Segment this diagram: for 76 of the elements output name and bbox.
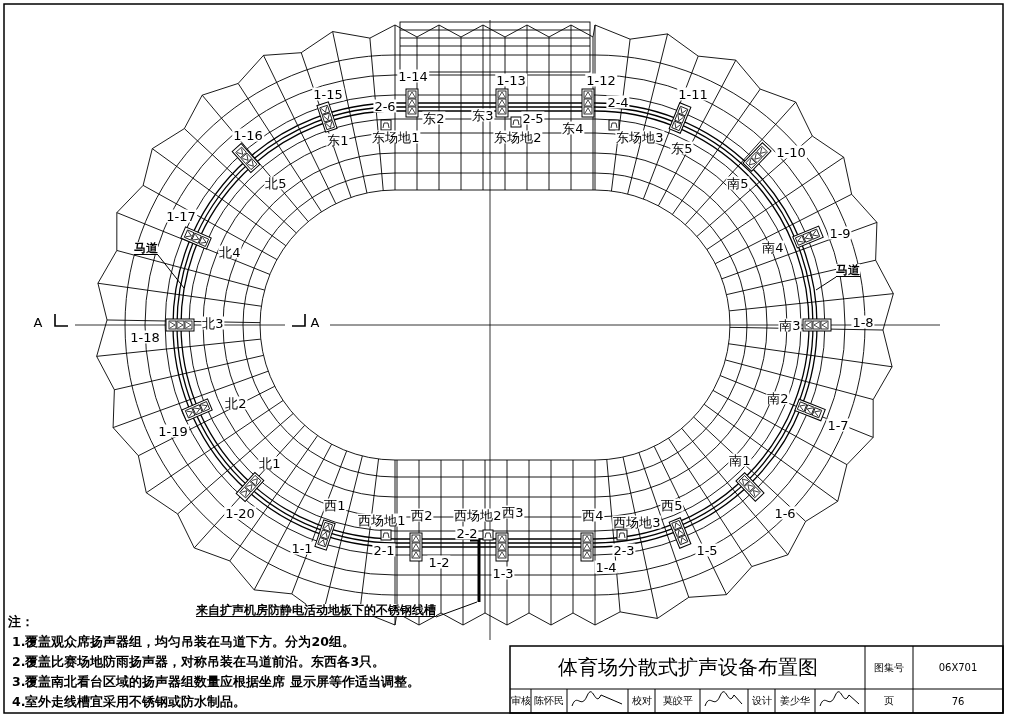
- part-label: 东5: [670, 141, 694, 155]
- drawing-title: 体育场分散式扩声设备布置图: [556, 654, 819, 681]
- part-label: 东2: [422, 111, 446, 125]
- note-text: 2.覆盖比赛场地防雨扬声器，对称吊装在马道前沿。东西各3只。: [12, 656, 386, 669]
- part-label: 2-3: [612, 543, 636, 557]
- table-cell-text: 莫皎平: [661, 694, 694, 708]
- part-label: 东1: [326, 133, 350, 147]
- part-label: 1-15: [312, 87, 344, 101]
- note-text: 4.室外走线槽宜采用不锈钢或防水制品。: [12, 696, 247, 709]
- part-label: 西场地2: [453, 508, 503, 522]
- part-label: 1-3: [491, 566, 515, 580]
- part-label: 南2: [766, 391, 790, 405]
- leader-line: [435, 601, 478, 618]
- part-label: A: [32, 315, 44, 329]
- part-label: 2-5: [521, 111, 545, 125]
- part-label: 南4: [761, 240, 785, 254]
- table-cell-text: 页: [883, 694, 895, 708]
- annotation-label: 来自扩声机房防静电活动地板下的不锈钢线槽: [196, 604, 436, 617]
- note-text: 1.覆盖观众席扬声器组，均匀吊装在马道下方。分为20组。: [12, 636, 355, 649]
- table-cell-text: 审核: [510, 694, 531, 708]
- part-label: 北3: [201, 316, 225, 330]
- part-label: 北5: [264, 176, 288, 190]
- part-label: 西5: [660, 498, 684, 512]
- part-label: 西4: [581, 508, 605, 522]
- part-label: 1-2: [427, 555, 451, 569]
- part-label: 1-6: [773, 506, 797, 520]
- part-label: 南1: [728, 453, 752, 467]
- part-label: 1-1: [290, 541, 314, 555]
- part-label: 南3: [778, 318, 802, 332]
- part-label: 南5: [726, 176, 750, 190]
- part-label: 1-13: [495, 73, 527, 87]
- part-label: 东场地2: [493, 130, 543, 144]
- note-text: 3.覆盖南北看台区域的扬声器组数量应根据坐席 显示屏等作适当调整。: [12, 676, 420, 689]
- table-cell-text: 陈怀民: [533, 694, 565, 708]
- part-label: 西2: [410, 508, 434, 522]
- part-label: 西3: [501, 505, 525, 519]
- part-label: 1-11: [677, 87, 709, 101]
- part-label: 1-12: [585, 73, 617, 87]
- part-label: 2-6: [373, 99, 397, 113]
- part-label: 2-2: [455, 526, 479, 540]
- part-label: 西场地1: [357, 513, 407, 527]
- table-cell-text: 校对: [630, 694, 653, 708]
- part-label: 2-1: [372, 543, 396, 557]
- part-label: 东3: [471, 108, 495, 122]
- part-label: 北2: [224, 396, 248, 410]
- part-label: 1-5: [695, 543, 719, 557]
- annotation-label: 马道: [836, 264, 860, 277]
- part-label: 西1: [323, 498, 347, 512]
- part-label: A: [309, 315, 321, 329]
- part-label: 1-16: [232, 128, 264, 142]
- part-label: 北1: [258, 456, 282, 470]
- annotation-label: 马道: [134, 242, 158, 255]
- part-label: 1-18: [129, 330, 161, 344]
- part-label: 1-19: [157, 424, 189, 438]
- part-label: 1-9: [828, 226, 852, 240]
- table-cell-text: 76: [950, 694, 966, 709]
- part-label: 东场地1: [371, 130, 421, 144]
- part-label: 1-8: [851, 315, 875, 329]
- table-cell-text: 设计: [750, 694, 773, 708]
- part-label: 1-10: [775, 145, 807, 159]
- part-label: 1-7: [826, 418, 850, 432]
- table-cell-text: 姜少华: [779, 694, 811, 708]
- leader-line: [815, 276, 837, 291]
- part-label: 1-17: [165, 209, 197, 223]
- table-cell-text: 06X701: [937, 661, 979, 675]
- table-cell-text: 图集号: [873, 660, 905, 675]
- part-label: 西场地3: [612, 515, 662, 529]
- part-label: 1-14: [397, 69, 429, 83]
- part-label: 1-4: [594, 560, 618, 574]
- part-label: 1-20: [224, 506, 256, 520]
- leader-line: [157, 254, 185, 289]
- note-text: 注：: [8, 616, 34, 629]
- part-label: 北4: [218, 245, 242, 259]
- part-label: 2-4: [606, 95, 630, 109]
- part-label: 东4: [561, 121, 585, 135]
- part-label: 东场地3: [615, 130, 665, 144]
